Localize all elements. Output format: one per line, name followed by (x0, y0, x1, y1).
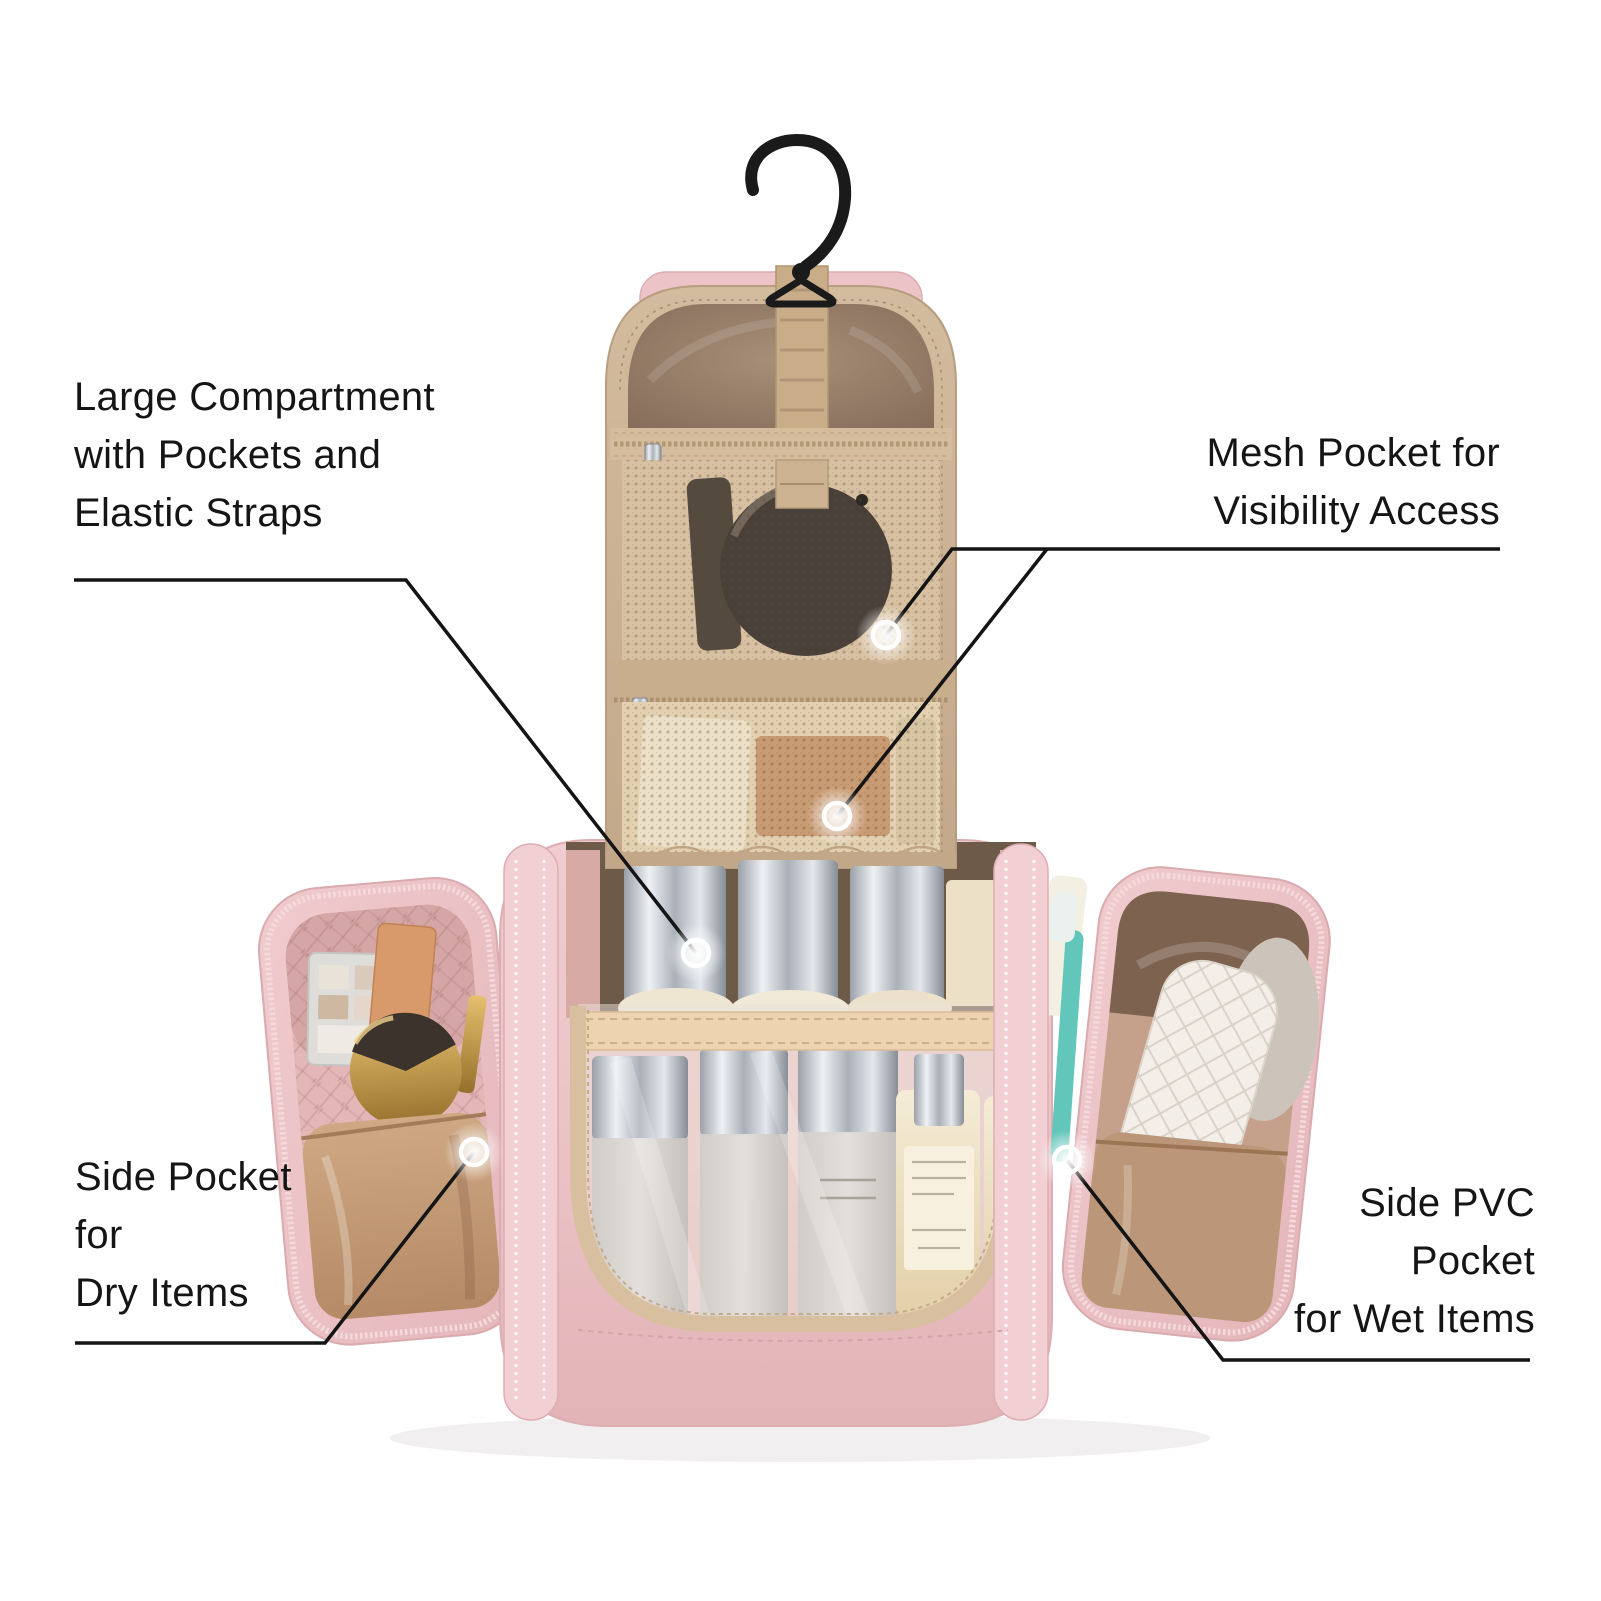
label-line: Elastic Straps (74, 491, 323, 535)
label-mesh-pocket: Mesh Pocket for Visibility Access (1206, 424, 1500, 540)
label-side-pocket-dry: Side Pocket for Dry Items (75, 1148, 292, 1322)
lower-mesh-pocket (621, 702, 941, 859)
left-side-flap (257, 877, 527, 1346)
label-line: for Wet Items (1294, 1297, 1535, 1341)
label-line: with Pockets and (74, 433, 382, 477)
leader-lines (74, 547, 1530, 1362)
label-large-compartment: Large Compartment with Pockets and Elast… (74, 368, 435, 542)
marker-side-wet (1037, 1130, 1097, 1190)
leader-side-wet (1065, 1158, 1530, 1362)
label-line: Large Compartment (74, 375, 435, 419)
leader-mesh-upper (884, 547, 1500, 637)
marker-lower-mesh (807, 786, 867, 846)
wet-side-pocket (1081, 1132, 1286, 1323)
label-line: for (75, 1213, 123, 1257)
label-line: Dry Items (75, 1271, 249, 1315)
teal-toothbrush (1050, 930, 1084, 1162)
gold-tube (456, 995, 487, 1094)
hanging-hook (745, 133, 852, 308)
leader-mesh-lower (835, 547, 1049, 818)
callout-markers (444, 605, 1097, 1190)
right-side-flap (1061, 866, 1331, 1342)
label-line: Side PVC (1359, 1181, 1535, 1225)
label-side-pvc-pocket: Side PVC Pocket for Wet Items (1294, 1174, 1535, 1348)
makeup-items (306, 922, 487, 1128)
marker-upper-mesh (856, 605, 916, 665)
body-side-bindings (503, 843, 1049, 1421)
label-line: Mesh Pocket for (1206, 431, 1500, 475)
elastic-strap (579, 1011, 1011, 1051)
label-line: Side Pocket (75, 1155, 292, 1199)
leader-large-compartment (74, 578, 698, 955)
label-line: Pocket (1410, 1239, 1535, 1283)
marker-side-dry (444, 1122, 504, 1182)
marker-large-compartment (666, 923, 726, 983)
hanging-panel (605, 265, 957, 869)
label-line: Visibility Access (1213, 489, 1500, 533)
leader-side-dry (75, 1150, 476, 1345)
front-window (570, 1004, 1016, 1332)
